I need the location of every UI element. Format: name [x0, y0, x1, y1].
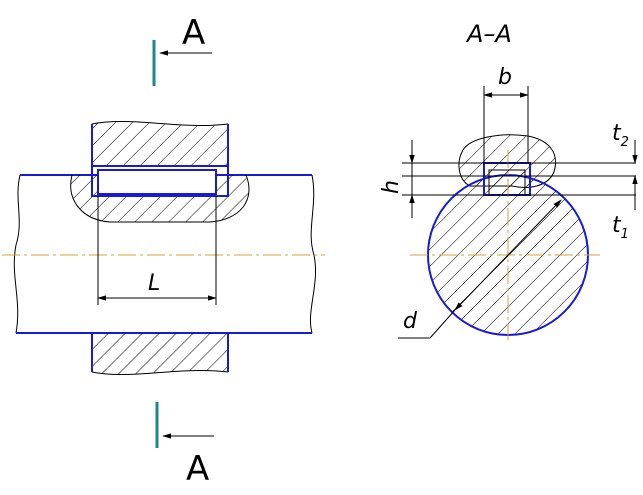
dim-d-label: d [403, 309, 418, 334]
keyseat-break-line [70, 174, 250, 223]
dim-L-label: L [148, 271, 160, 296]
cut-label-top: A [182, 13, 205, 53]
dim-h-label: h [379, 180, 404, 194]
dim-d-leader [429, 309, 456, 339]
key-body [97, 169, 217, 195]
shaft-right-break [309, 174, 317, 334]
key-section-inner [488, 169, 526, 196]
section-title: A–A [465, 20, 512, 48]
front-view: L A A [2, 13, 325, 489]
dim-b-label: b [498, 65, 512, 90]
dim-t1-label: t1 [612, 213, 629, 242]
shaft-left-break [13, 174, 21, 334]
cut-label-bottom: A [186, 449, 209, 489]
hub-lower-break [91, 369, 229, 376]
hub-lower-outline [91, 333, 229, 372]
key-outline-outer [91, 165, 229, 197]
section-view: A–A b h t2 t1 [379, 20, 638, 340]
dim-d-line [454, 199, 562, 311]
hub-upper-break [91, 120, 229, 127]
hub-upper-section [92, 121, 228, 166]
dim-t2-label: t2 [612, 121, 629, 150]
hub-lower-section [92, 333, 228, 375]
